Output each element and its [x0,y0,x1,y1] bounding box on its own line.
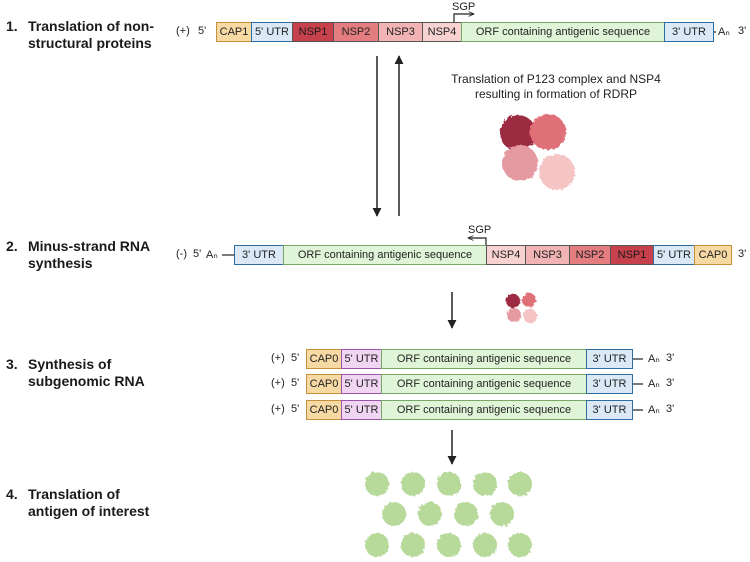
three-utr-segment: 3' UTR [586,400,633,420]
five-prime-label: 5' [198,25,207,37]
nsp2-segment: NSP2 [569,245,611,265]
step-title-line2: antigen of interest [28,503,150,519]
sgp-promoter-arrow-icon [453,14,474,22]
minus-strand-rna: 3' UTR ORF containing antigenic sequence… [234,245,732,265]
caption-line1: Translation of P123 complex and NSP4 [451,72,661,86]
subgenomic-rna-strand: CAP0 5' UTR ORF containing antigenic seq… [306,349,633,369]
three-utr-segment: 3' UTR [234,245,284,265]
cap0-segment: CAP0 [694,245,732,265]
sense-label: (-) [176,248,187,260]
nsp1-segment: NSP1 [610,245,654,265]
nsp1-segment: NSP1 [292,22,334,42]
antigen-protein-icon [365,533,389,557]
nsp3-segment: NSP3 [525,245,570,265]
three-prime-label: 3' [666,377,675,389]
three-utr-segment: 3' UTR [664,22,714,42]
antigen-protein-cluster [365,472,532,557]
five-utr-segment: 5' UTR [341,349,382,369]
polya-label: Aₙ [718,26,730,38]
polya-label: Aₙ [648,353,660,365]
orf-segment: ORF containing antigenic sequence [461,22,665,42]
cap0-segment: CAP0 [306,374,342,394]
caption-line2: resulting in formation of RDRP [474,87,638,101]
five-prime-label: 5' [291,377,300,389]
step-2-label: 2. Minus-strand RNA synthesis [6,238,150,272]
nsp3-segment: NSP3 [378,22,423,42]
nsp2-segment: NSP2 [333,22,379,42]
sense-label: (+) [271,352,285,364]
three-prime-label: 3' [666,403,675,415]
step-title-line1: Translation of non- [28,18,154,34]
five-prime-label: 5' [193,248,202,260]
antigen-protein-icon [401,472,425,496]
antigen-protein-icon [365,472,389,496]
step-number: 3. [6,356,18,372]
cap0-segment: CAP0 [306,349,342,369]
antigen-protein-icon [490,502,514,526]
antigen-protein-icon [418,502,442,526]
five-prime-label: 5' [291,352,300,364]
step-title-line1: Minus-strand RNA [28,238,151,254]
step-number: 4. [6,486,18,502]
polya-label: Aₙ [648,404,660,416]
step-number: 2. [6,238,18,254]
orf-segment: ORF containing antigenic sequence [381,349,587,369]
step-3-label: 3. Synthesis of subgenomic RNA [6,356,145,390]
step-1-label: 1. Translation of non- structural protein… [6,18,154,52]
step-number: 1. [6,18,18,34]
step-title-line1: Synthesis of [28,356,112,372]
polya-label: Aₙ [206,249,218,261]
antigen-protein-icon [508,472,532,496]
subgenomic-rna-strand: CAP0 5' UTR ORF containing antigenic seq… [306,374,633,394]
step-title-line2: subgenomic RNA [28,373,145,389]
step-title-line2: structural proteins [28,35,152,51]
five-utr-segment: 5' UTR [341,400,382,420]
orf-segment: ORF containing antigenic sequence [381,400,587,420]
three-prime-label: 3' [738,25,747,37]
antigen-protein-icon [508,533,532,557]
antigen-protein-icon [454,502,478,526]
three-prime-label: 3' [666,352,675,364]
antigen-protein-icon [473,472,497,496]
nsp4-segment: NSP4 [486,245,526,265]
antigen-protein-icon [382,502,406,526]
three-prime-label: 3' [738,248,747,260]
sgp-label: SGP [452,1,476,13]
rdrp-complex-small-icon [506,293,537,323]
five-utr-segment: 5' UTR [251,22,293,42]
nsp4-segment: NSP4 [422,22,462,42]
three-utr-segment: 3' UTR [586,374,633,394]
subgenomic-rna-strand: CAP0 5' UTR ORF containing antigenic seq… [306,400,633,420]
orf-segment: ORF containing antigenic sequence [283,245,487,265]
genomic-rna-strand: CAP1 5' UTR NSP1 NSP2 NSP3 NSP4 ORF cont… [216,22,714,42]
sgp-label: SGP [468,224,492,236]
antigen-protein-icon [437,533,461,557]
cap1-segment: CAP1 [216,22,252,42]
cap0-segment: CAP0 [306,400,342,420]
five-utr-segment: 5' UTR [341,374,382,394]
five-utr-segment: 5' UTR [653,245,695,265]
step-4-label: 4. Translation of antigen of interest [6,486,149,520]
orf-segment: ORF containing antigenic sequence [381,374,587,394]
step-title-line1: Translation of [28,486,120,502]
antigen-protein-icon [401,533,425,557]
rdrp-complex-icon [500,114,575,190]
three-utr-segment: 3' UTR [586,349,633,369]
polya-label: Aₙ [648,378,660,390]
step-title-line2: synthesis [28,255,93,271]
antigen-protein-icon [437,472,461,496]
antigen-protein-icon [473,533,497,557]
sense-label: (+) [271,377,285,389]
sense-label: (+) [271,403,285,415]
rdrp-caption: Translation of P123 complex and NSP4 res… [440,72,672,102]
five-prime-label: 5' [291,403,300,415]
sgp-promoter-arrow-icon [468,238,487,245]
sense-label: (+) [176,25,190,37]
